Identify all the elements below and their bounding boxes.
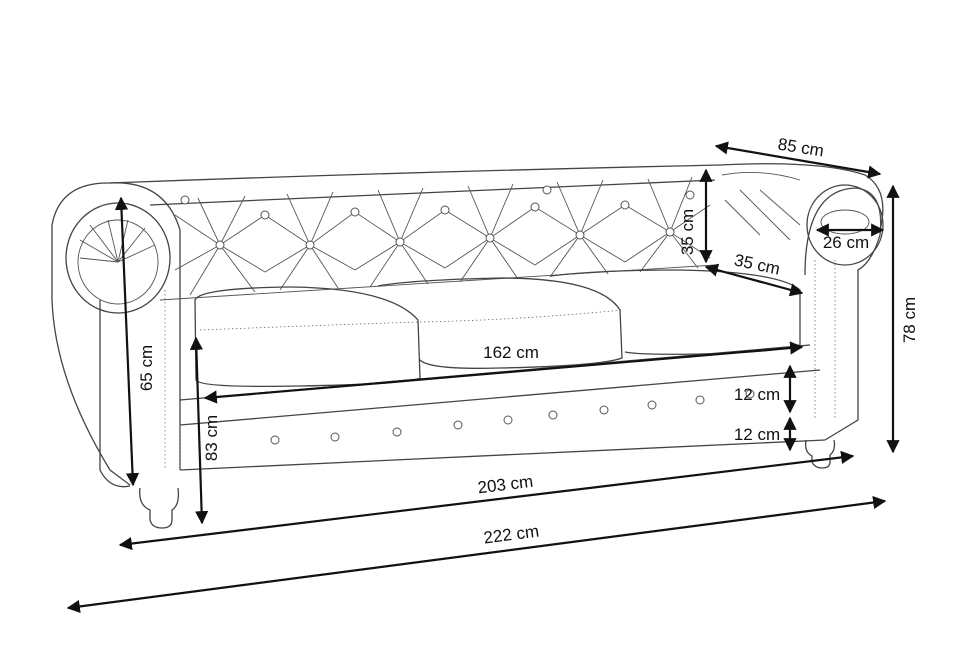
dimension-labels: 85 cm 35 cm 26 cm 35 cm 78 cm 65 cm 162 … <box>137 135 919 548</box>
sofa-backrest <box>109 164 721 301</box>
sofa-seat-cushions <box>194 269 801 388</box>
arrow-depth-total <box>714 141 882 179</box>
label-seat-width: 162 cm <box>483 343 539 362</box>
sofa-drawing <box>51 163 884 529</box>
label-armrest-height: 65 cm <box>137 345 156 391</box>
label-seat-height: 12 cm <box>734 385 780 404</box>
arrow-seat-width <box>203 341 804 404</box>
label-depth-side: 83 cm <box>202 415 221 461</box>
label-width-total: 222 cm <box>482 521 540 547</box>
sofa-front-base <box>179 344 826 471</box>
arrow-seat-depth <box>704 263 804 297</box>
label-armrest-width: 26 cm <box>823 233 869 252</box>
arrow-width-total <box>66 495 887 614</box>
dimension-arrows <box>66 141 900 614</box>
label-total-height: 78 cm <box>900 297 919 343</box>
label-width-base: 203 cm <box>477 472 535 498</box>
label-leg-height: 12 cm <box>734 425 780 444</box>
label-seat-depth: 35 cm <box>733 251 782 279</box>
sofa-left-armrest <box>51 182 181 488</box>
arrow-armrest-height <box>114 196 140 487</box>
label-back-height: 35 cm <box>678 209 697 255</box>
